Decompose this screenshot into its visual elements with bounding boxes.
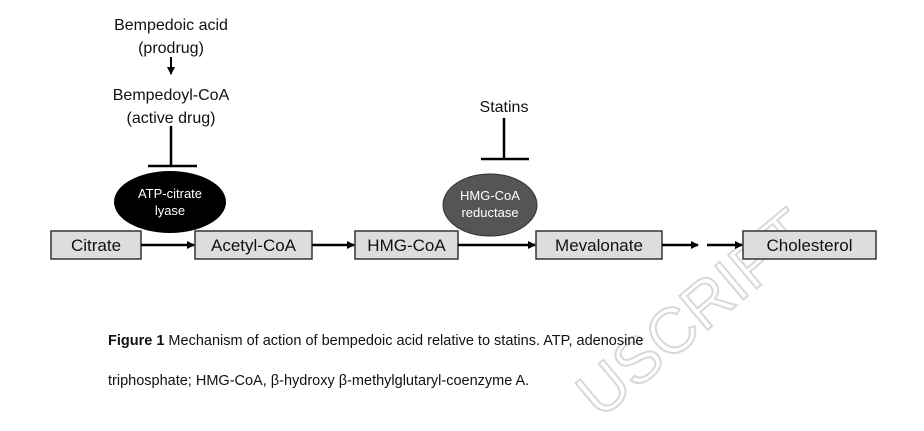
statins-label: Statins xyxy=(480,99,529,116)
figure-caption-line2: triphosphate; HMG-CoA, β-hydroxy β-methy… xyxy=(108,373,530,389)
figure-label: Figure 1 xyxy=(108,333,165,349)
svg-text:Acetyl-CoA: Acetyl-CoA xyxy=(211,236,297,255)
pathway-box-mevalonate: Mevalonate xyxy=(535,230,663,260)
svg-text:HMG-CoA: HMG-CoA xyxy=(460,188,520,203)
pathway-box-acetyl-coa: Acetyl-CoA xyxy=(194,230,313,260)
inhibition-bempedoyl xyxy=(148,126,197,168)
svg-text:Mevalonate: Mevalonate xyxy=(555,236,643,255)
pathway-box-hmg-coa: HMG-CoA xyxy=(354,230,459,260)
svg-text:ATP-citrate: ATP-citrate xyxy=(138,186,202,201)
prodrug-label: Bempedoic acid xyxy=(114,17,228,34)
active-drug-label: Bempedoyl-CoA xyxy=(113,87,230,104)
svg-text:Citrate: Citrate xyxy=(71,236,121,255)
enzyme-hmg-coa-reductase: HMG-CoA reductase xyxy=(442,173,538,237)
active-drug-sublabel: (active drug) xyxy=(127,110,216,127)
prodrug-sublabel: (prodrug) xyxy=(138,40,204,57)
figure-caption-line1: Figure 1 Mechanism of action of bempedoi… xyxy=(108,333,644,349)
svg-text:reductase: reductase xyxy=(461,205,518,220)
pathway-box-cholesterol: Cholesterol xyxy=(742,230,877,260)
svg-text:Cholesterol: Cholesterol xyxy=(767,236,853,255)
enzyme-atp-citrate-lyase: ATP-citrate lyase xyxy=(114,171,226,233)
inhibition-statins xyxy=(481,118,529,161)
svg-text:lyase: lyase xyxy=(155,203,185,218)
svg-text:HMG-CoA: HMG-CoA xyxy=(367,236,446,255)
pathway-box-citrate: Citrate xyxy=(50,230,142,260)
